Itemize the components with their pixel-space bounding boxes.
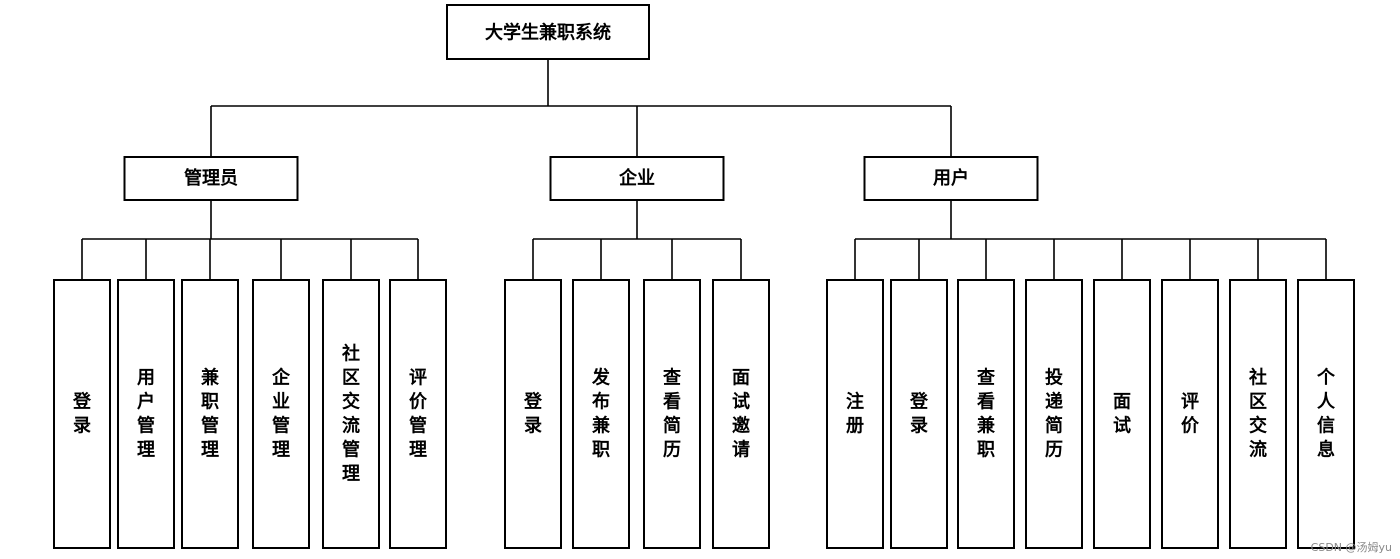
leaf-node: 面试邀请 bbox=[712, 279, 770, 549]
leaf-label: 登录 bbox=[523, 391, 543, 437]
group-node: 企业 bbox=[549, 156, 725, 201]
leaf-label: 查看简历 bbox=[662, 367, 681, 461]
leaf-node: 投递简历 bbox=[1025, 279, 1083, 549]
leaf-node: 发布兼职 bbox=[572, 279, 630, 549]
leaf-label: 社区交流 bbox=[1249, 367, 1267, 461]
leaf-node: 评价 bbox=[1161, 279, 1219, 549]
leaf-label: 面试邀请 bbox=[732, 368, 750, 461]
leaf-label: 企业管理 bbox=[271, 367, 291, 461]
leaf-label: 注册 bbox=[846, 391, 864, 437]
leaf-node: 社区交流 bbox=[1229, 279, 1287, 549]
leaf-node: 用户管理 bbox=[117, 279, 175, 549]
leaf-node: 社区交流管理 bbox=[322, 279, 380, 549]
leaf-label: 投递简历 bbox=[1045, 367, 1063, 461]
group-label: 企业 bbox=[618, 167, 655, 189]
leaf-node: 查看简历 bbox=[643, 279, 701, 549]
leaf-label: 查看兼职 bbox=[976, 367, 996, 461]
leaf-node: 兼职管理 bbox=[181, 279, 239, 549]
connector-lines bbox=[81, 59, 1327, 280]
leaf-node: 个人信息 bbox=[1297, 279, 1355, 549]
group-label: 用户 bbox=[933, 167, 969, 189]
leaf-label: 社区交流管理 bbox=[342, 343, 360, 485]
leaf-node: 企业管理 bbox=[252, 279, 310, 549]
leaf-node: 查看兼职 bbox=[957, 279, 1015, 549]
leaf-label: 登录 bbox=[72, 391, 92, 437]
leaf-label: 登录 bbox=[909, 391, 929, 437]
leaf-label: 用户管理 bbox=[137, 368, 155, 461]
leaf-label: 面试 bbox=[1113, 392, 1131, 437]
leaf-label: 个人信息 bbox=[1316, 367, 1336, 461]
group-node: 用户 bbox=[863, 156, 1039, 201]
group-node: 管理员 bbox=[123, 156, 299, 201]
leaf-label: 兼职管理 bbox=[201, 367, 220, 461]
leaf-label: 评价 bbox=[1181, 392, 1200, 437]
leaf-node: 注册 bbox=[826, 279, 884, 549]
root-node: 大学生兼职系统 bbox=[446, 4, 650, 60]
leaf-node: 评价管理 bbox=[389, 279, 447, 549]
root-label: 大学生兼职系统 bbox=[485, 22, 611, 44]
leaf-node: 登录 bbox=[53, 279, 111, 549]
leaf-label: 评价管理 bbox=[409, 368, 428, 461]
leaf-node: 登录 bbox=[890, 279, 948, 549]
watermark: CSDN @汤姆yu bbox=[1310, 541, 1392, 554]
leaf-node: 面试 bbox=[1093, 279, 1151, 549]
leaf-node: 登录 bbox=[504, 279, 562, 549]
leaf-label: 发布兼职 bbox=[591, 367, 611, 461]
group-label: 管理员 bbox=[184, 167, 238, 189]
